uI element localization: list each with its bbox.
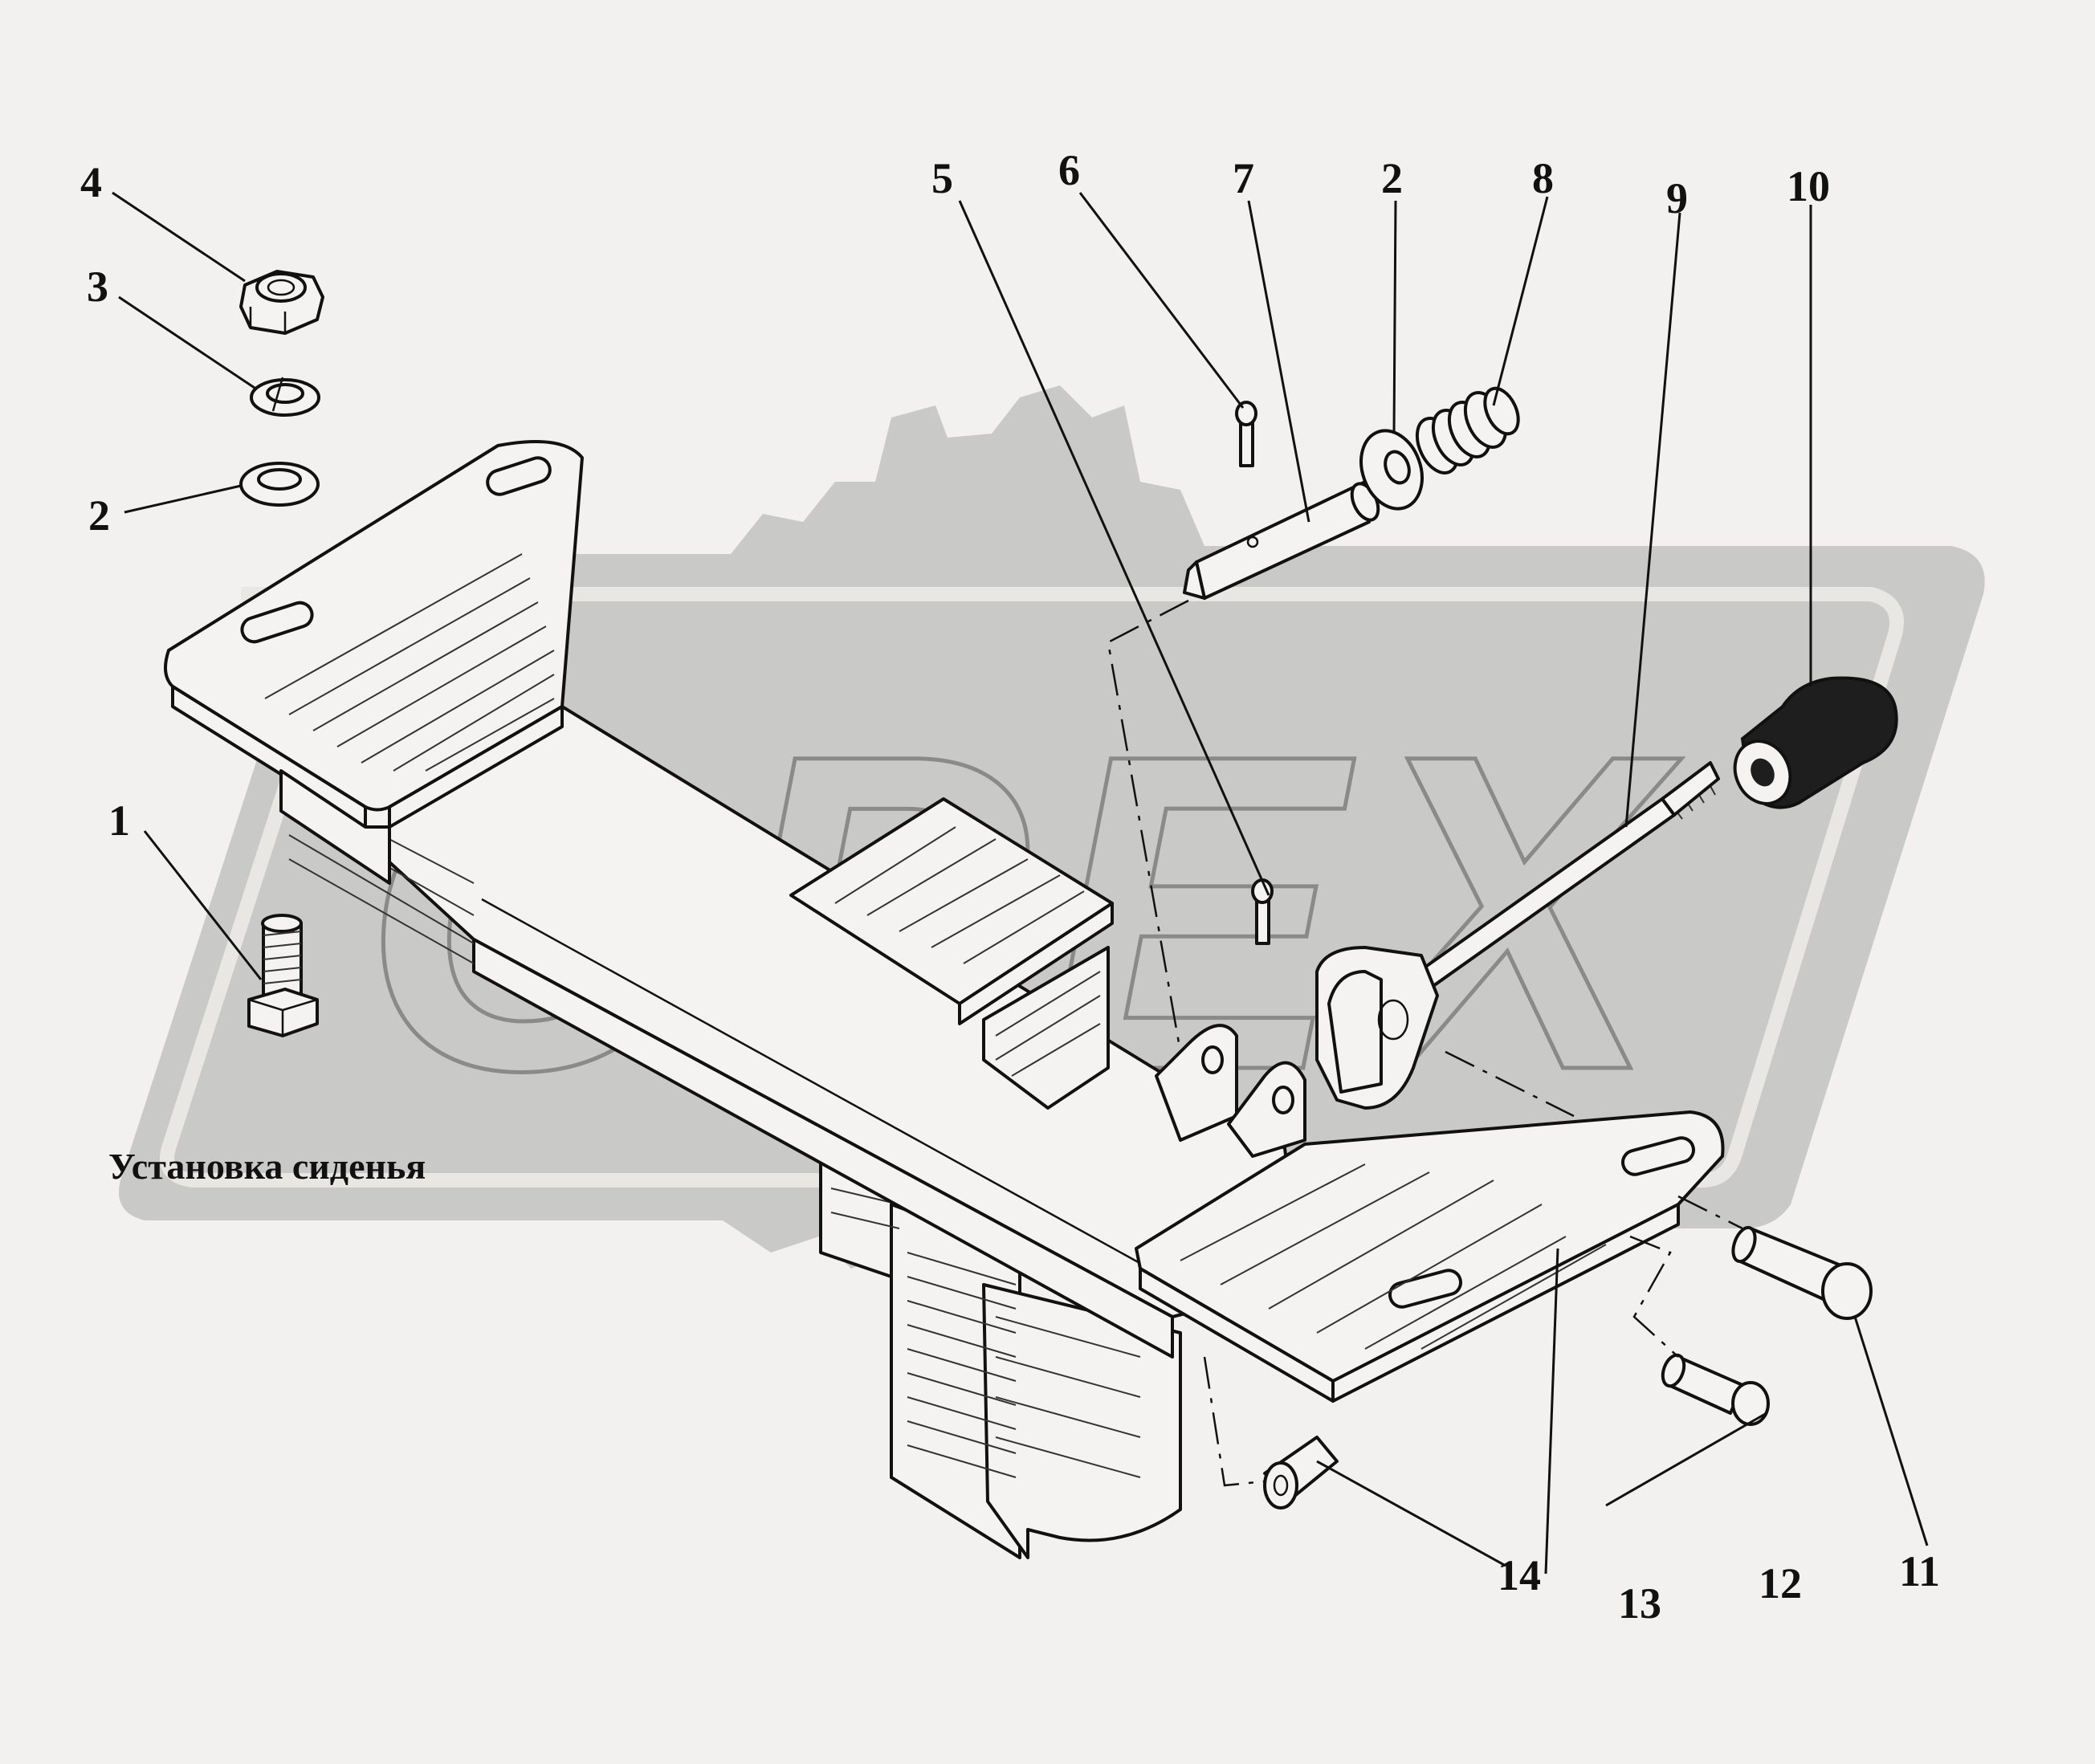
- callout-12: 12: [1759, 1559, 1802, 1607]
- callout-2-upper: 2: [1381, 154, 1403, 202]
- left-mounting-plate: [164, 440, 584, 885]
- callout-labels: 4 3 2 1 5 6 7 2 8 9 10 11 12 13 14: [80, 146, 1940, 1628]
- grease-fitting-part: [1263, 1436, 1339, 1509]
- callout-4: 4: [80, 158, 102, 206]
- clevis-pin-short-part: [1661, 1353, 1770, 1426]
- callout-8: 8: [1532, 154, 1554, 202]
- callout-5: 5: [931, 154, 953, 202]
- seat-post: [819, 1106, 1182, 1559]
- callout-14: 14: [1498, 1551, 1541, 1599]
- callout-1: 1: [108, 796, 130, 845]
- nut-part: [239, 270, 324, 335]
- callout-10: 10: [1787, 162, 1830, 210]
- spring-washer-part: [250, 377, 320, 417]
- clevis-pin-long-part: [1731, 1225, 1873, 1320]
- callout-9: 9: [1666, 174, 1688, 222]
- pin-washer-part: [1359, 429, 1424, 511]
- callout-13: 13: [1618, 1579, 1661, 1628]
- bolt-part: [247, 914, 319, 1037]
- diagram-caption: Установка сиденья: [108, 1146, 426, 1187]
- leader-lines: [112, 191, 1929, 1575]
- callout-7: 7: [1233, 154, 1254, 202]
- callout-3: 3: [87, 263, 108, 311]
- callout-6: 6: [1058, 146, 1080, 194]
- flat-washer-part: [239, 462, 320, 507]
- right-mounting-plate: [1135, 1110, 1725, 1403]
- lever-rod-part: [1315, 761, 1720, 1110]
- hinge-lugs: [1155, 1024, 1306, 1158]
- spring-part: [1415, 386, 1520, 475]
- center-seat-pad: [789, 797, 1114, 1110]
- callout-2: 2: [88, 491, 110, 540]
- callout-11: 11: [1899, 1547, 1940, 1595]
- lever-knob-part: [1733, 676, 1898, 809]
- watermark-gear-shape: [119, 385, 1985, 1277]
- assembly-axis-lines: [1107, 599, 1743, 1487]
